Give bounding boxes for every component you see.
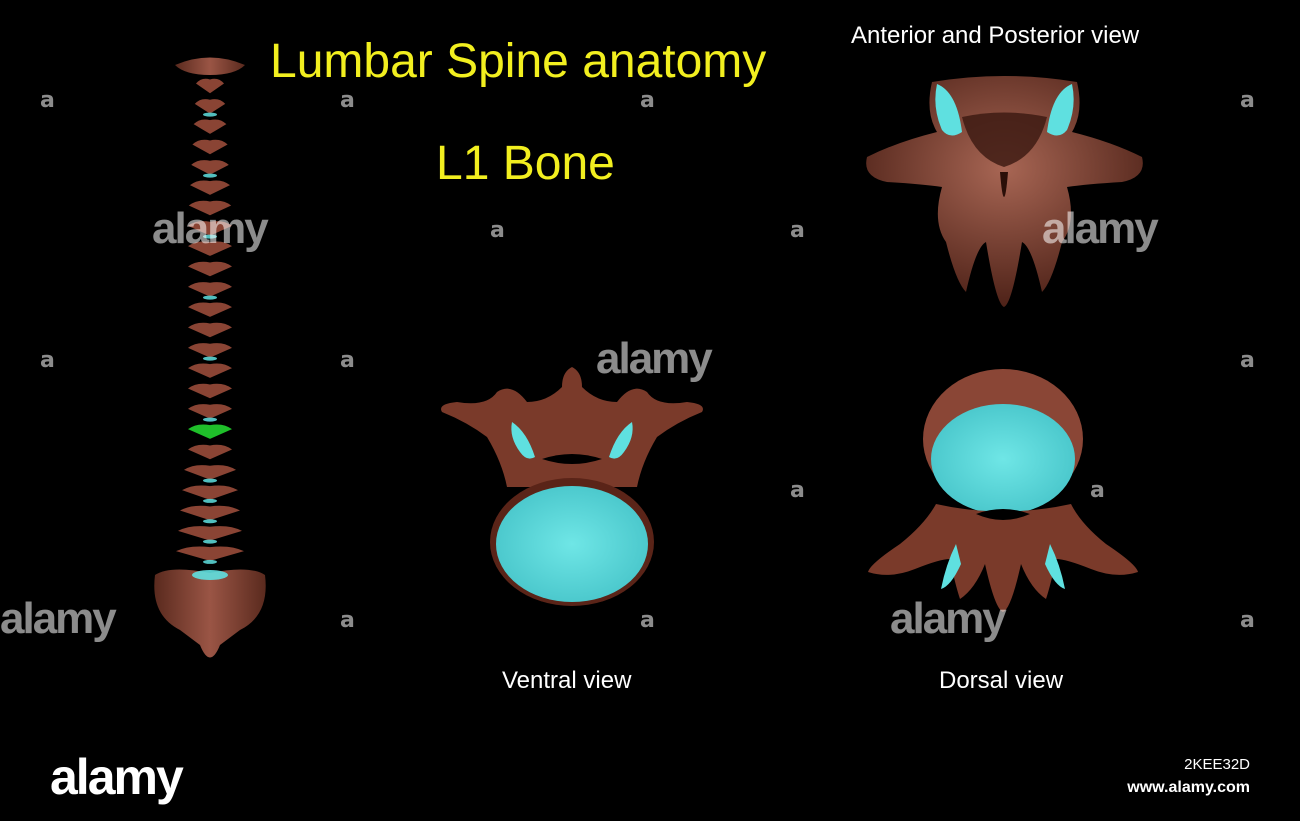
vertebra	[180, 505, 240, 521]
dorsal-vertebra	[868, 369, 1138, 612]
watermark-mark: a	[1090, 478, 1105, 503]
vertebra	[188, 241, 232, 256]
watermark-word: alamy	[0, 594, 117, 643]
intervertebral-disc	[203, 295, 217, 300]
watermark-word: alamy	[890, 594, 1007, 643]
vertebra	[178, 526, 242, 541]
site-url: www.alamy.com	[1127, 779, 1250, 796]
vertebra	[188, 343, 232, 358]
watermark-mark: a	[1240, 88, 1255, 113]
alamy-logo: alamy	[50, 749, 184, 805]
vertebra	[188, 383, 232, 399]
vertebra	[188, 221, 232, 236]
vertebra	[184, 465, 236, 480]
vertebra	[188, 322, 232, 338]
intervertebral-disc	[203, 417, 217, 422]
watermark-word: alamy	[152, 204, 269, 253]
vertebra	[188, 261, 232, 277]
watermark-mark: a	[40, 348, 55, 373]
anterior-posterior-vertebra	[866, 76, 1143, 307]
intervertebral-disc	[203, 234, 217, 239]
watermark-mark: a	[1240, 608, 1255, 633]
vertebra	[193, 119, 227, 134]
vertebra	[192, 139, 228, 155]
image-id: 2KEE32D	[1184, 756, 1250, 773]
intervertebral-disc	[203, 519, 217, 524]
watermark-mark: a	[340, 88, 355, 113]
intervertebral-disc	[203, 112, 217, 117]
watermark-word: alamy	[596, 334, 713, 383]
vertebra	[188, 200, 232, 216]
dorsal-view-label: Dorsal view	[939, 667, 1064, 694]
intervertebral-disc	[203, 559, 217, 564]
vertebra	[191, 160, 229, 175]
vertebra	[190, 180, 230, 195]
intervertebral-disc	[203, 478, 217, 483]
watermark-word: alamy	[1042, 204, 1159, 253]
vertebra	[188, 282, 232, 297]
vertebra	[196, 78, 224, 94]
vertebra	[188, 363, 232, 378]
page-title: Lumbar Spine anatomy	[270, 35, 767, 88]
anterior-posterior-view-label: Anterior and Posterior view	[851, 22, 1140, 49]
l1-vertebra-highlight	[188, 424, 232, 439]
intervertebral-disc	[203, 498, 217, 503]
intervertebral-disc	[203, 356, 217, 361]
ventral-vertebra	[441, 367, 703, 606]
watermark-mark: a	[40, 88, 55, 113]
vertebra	[188, 444, 232, 460]
watermark-mark: a	[490, 218, 505, 243]
page-subtitle: L1 Bone	[436, 137, 615, 190]
watermark-mark: a	[340, 608, 355, 633]
intervertebral-disc	[203, 539, 217, 544]
watermark-mark: a	[640, 88, 655, 113]
vertebra	[182, 485, 238, 500]
watermark-mark: a	[640, 608, 655, 633]
vertebra	[188, 404, 232, 419]
vertebra	[176, 546, 244, 561]
ventral-view-label: Ventral view	[502, 667, 632, 694]
vertebra	[194, 99, 226, 114]
watermark-mark: a	[340, 348, 355, 373]
watermark-mark: a	[790, 218, 805, 243]
watermark-mark: a	[1240, 348, 1255, 373]
intervertebral-disc	[203, 173, 217, 178]
vertebra	[188, 302, 232, 317]
spine-illustration	[154, 57, 266, 658]
watermark-mark: a	[790, 478, 805, 503]
